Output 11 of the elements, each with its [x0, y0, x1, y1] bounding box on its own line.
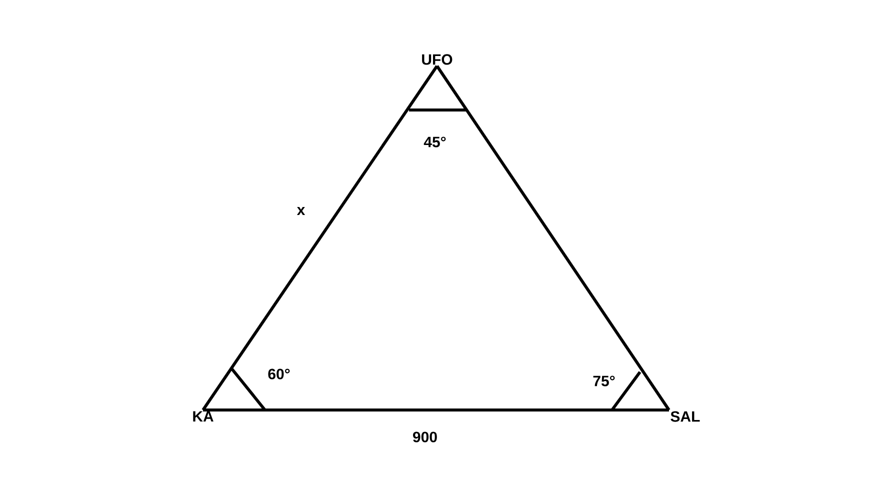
vertex-label: KA [193, 411, 214, 422]
angle-label: 60° [268, 368, 290, 380]
triangle-side [436, 65, 670, 411]
side-label: x [296, 207, 306, 215]
triangle-side [202, 65, 438, 411]
vertex-label: SAL [670, 411, 700, 422]
angle-label: 75° [593, 376, 615, 386]
angle-label: 45° [424, 136, 446, 148]
vertex-label: UFO [422, 54, 452, 65]
side-label: 900 [413, 432, 437, 442]
triangle-side [203, 408, 669, 412]
